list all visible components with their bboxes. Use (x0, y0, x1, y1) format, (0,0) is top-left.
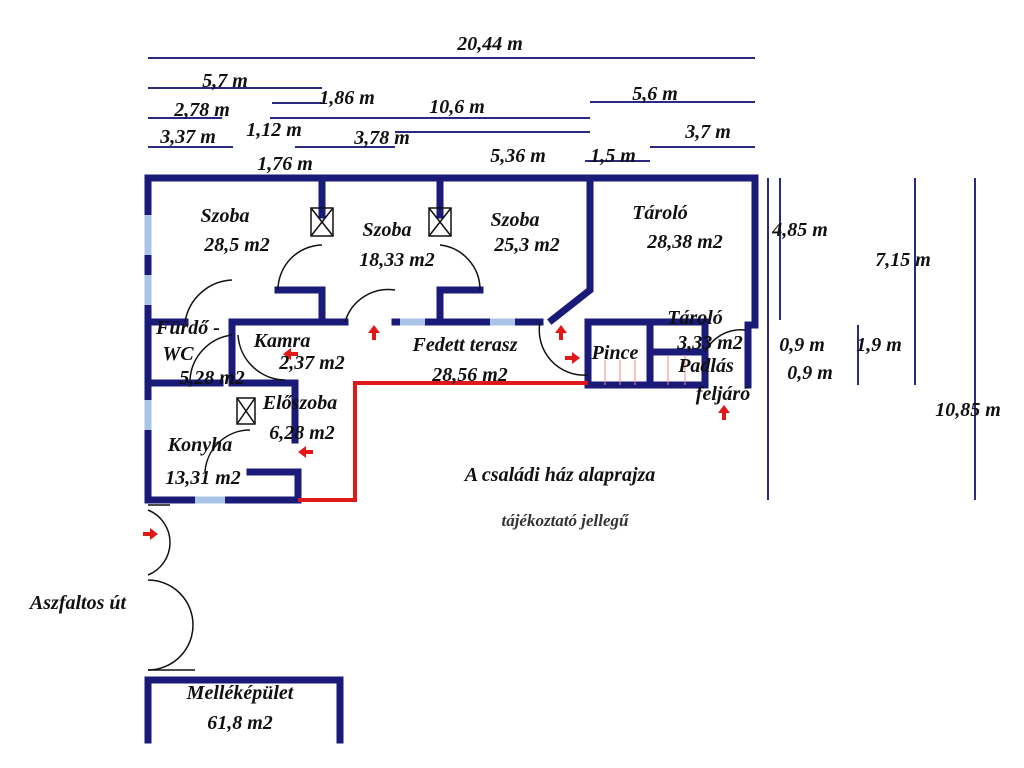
dim-label: 10,6 m (429, 96, 485, 118)
dimension-labels: 20,44 m 5,7 m 1,86 m 2,78 m 10,6 m 5,6 m… (159, 33, 1001, 421)
dim-label: 0,9 m (779, 334, 825, 356)
dim-label: 3,7 m (684, 121, 731, 143)
dim-label: 5,6 m (632, 83, 678, 105)
arrow-up-icon (718, 405, 730, 420)
room-padlas-name-2: feljáró (696, 383, 750, 405)
terrace-boundary (298, 381, 588, 502)
dim-label: 3,37 m (159, 126, 216, 148)
room-tarolo-area: 28,38 m2 (646, 231, 723, 253)
arrow-left-icon (298, 446, 313, 458)
dim-total-width: 20,44 m (456, 33, 523, 55)
chimney-icon (236, 207, 452, 425)
dim-label: 3,78 m (353, 127, 410, 149)
dim-label: 1,76 m (257, 153, 313, 175)
dim-label: 10,85 m (935, 399, 1001, 421)
dim-label: 2,78 m (173, 99, 230, 121)
dim-label: 7,15 m (875, 249, 931, 271)
room-labels: Szoba 28,5 m2 Szoba 18,33 m2 Szoba 25,3 … (28, 202, 750, 734)
dim-label: 5,36 m (490, 145, 546, 167)
room-tarolo-2-area: 3,33 m2 (676, 332, 743, 354)
arrow-up-icon (555, 325, 567, 340)
room-kamra-area: 2,37 m2 (278, 352, 345, 374)
room-padlas-name: Padlás (677, 355, 734, 377)
building-mellek-area: 61,8 m2 (207, 712, 273, 734)
entrance-arrows (143, 325, 730, 540)
room-szoba-2-area: 18,33 m2 (359, 249, 435, 271)
room-furdo-name: Fürdő - (155, 317, 220, 339)
room-terasz-area: 28,56 m2 (431, 364, 508, 386)
arrow-left-icon (283, 348, 298, 360)
dim-label: 1,9 m (856, 334, 902, 356)
room-eloszoba-area: 6,28 m2 (269, 422, 335, 444)
room-terasz-name: Fedett terasz (412, 334, 518, 356)
room-tarolo-2-name: Tároló (667, 307, 723, 329)
room-szoba-2-name: Szoba (363, 219, 412, 241)
dim-label: 5,7 m (202, 70, 248, 92)
room-tarolo-name: Tároló (632, 202, 688, 224)
room-konyha-area: 13,31 m2 (165, 467, 241, 489)
dim-label: 1,12 m (246, 119, 302, 141)
stairs (604, 355, 686, 385)
plan-title: A családi ház alaprajza (463, 464, 656, 486)
room-szoba-1-name: Szoba (201, 205, 250, 227)
room-furdo-name-2: WC (162, 343, 194, 365)
dim-label: 4,85 m (771, 219, 828, 241)
room-konyha-name: Konyha (167, 434, 232, 456)
room-kamra-name: Kamra (253, 330, 311, 352)
doors (147, 244, 746, 671)
dim-label: 0,9 m (787, 362, 833, 384)
arrow-up-icon (368, 325, 380, 340)
room-szoba-3-name: Szoba (491, 209, 540, 231)
walls (144, 174, 759, 744)
room-szoba-1-area: 28,5 m2 (203, 234, 270, 256)
dim-label: 1,5 m (590, 145, 636, 167)
room-pince-name: Pince (591, 342, 639, 364)
arrow-right-icon (565, 352, 580, 364)
building-mellek-name: Melléképület (186, 682, 295, 704)
dimension-lines (148, 57, 976, 500)
dim-label: 1,86 m (319, 87, 375, 109)
room-szoba-3-area: 25,3 m2 (493, 234, 560, 256)
plan-subtitle: tájékoztató jellegű (501, 511, 629, 530)
road-label: Aszfaltos út (28, 592, 128, 614)
room-eloszoba-name: Előszoba (262, 392, 337, 414)
arrow-right-icon (143, 528, 158, 540)
room-furdo-area: 5,28 m2 (179, 367, 245, 389)
